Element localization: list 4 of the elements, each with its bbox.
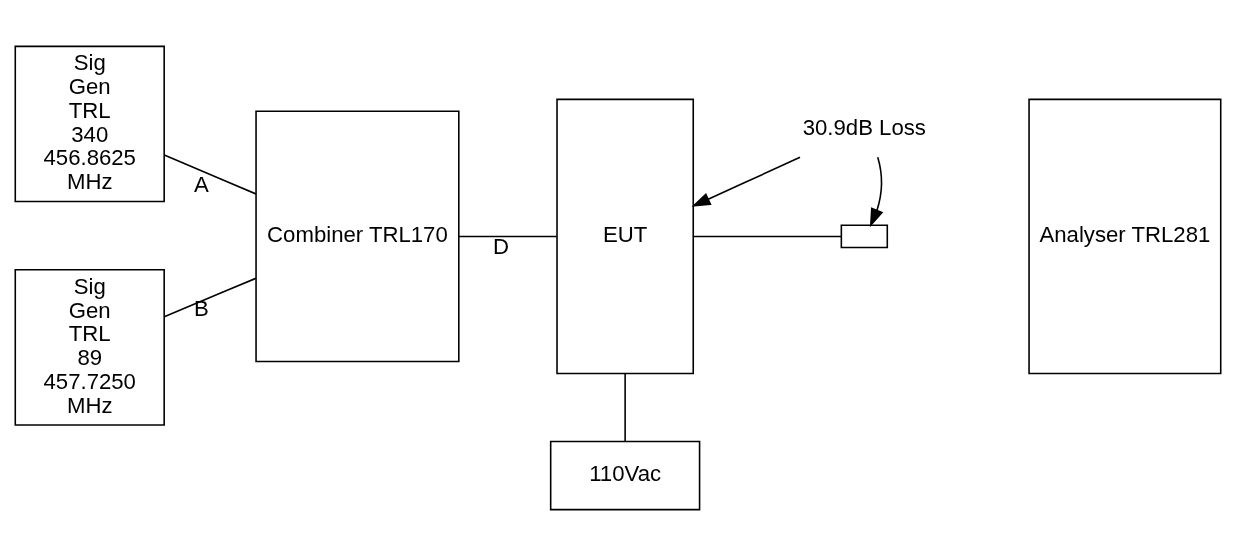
edge-label: A bbox=[193, 171, 209, 197]
edge-label: D bbox=[493, 233, 510, 259]
node-text: 30.9dB Loss bbox=[802, 114, 926, 140]
edge-label: B bbox=[193, 295, 209, 321]
